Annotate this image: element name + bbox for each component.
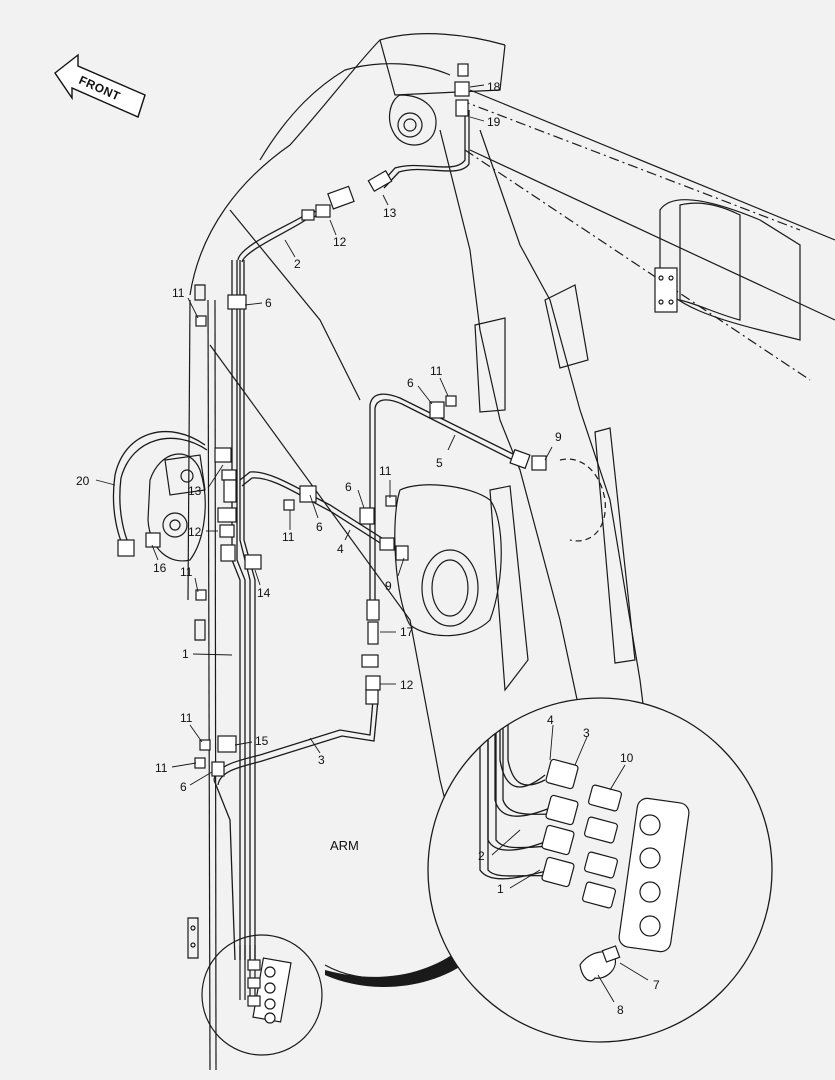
callout-9: 9 <box>555 430 562 444</box>
callout-18: 18 <box>487 80 501 94</box>
detail-callout-4: 4 <box>547 713 554 727</box>
callout-12: 12 <box>400 678 414 692</box>
callout-1: 1 <box>182 647 189 661</box>
callout-6: 6 <box>316 520 323 534</box>
callout-11: 11 <box>180 565 193 579</box>
arm-label: ARM <box>330 838 359 853</box>
callout-11: 11 <box>379 464 392 478</box>
callout-13: 13 <box>383 206 397 220</box>
callout-5: 5 <box>436 456 443 470</box>
hydraulic-lines <box>112 110 516 961</box>
callout-3: 3 <box>318 753 325 767</box>
callout-16: 16 <box>153 561 167 575</box>
callout-4: 4 <box>337 542 344 556</box>
detail-callout-10: 10 <box>620 751 634 765</box>
callout-20: 20 <box>76 474 90 488</box>
callout-11: 11 <box>155 761 168 775</box>
connector-block-inset <box>201 934 323 1056</box>
callout-12: 12 <box>188 525 202 539</box>
leader-lines <box>95 84 649 1003</box>
callout-6: 6 <box>407 376 414 390</box>
detail-callout-1: 1 <box>497 882 504 896</box>
front-arrow-icon: FRONT <box>54 53 146 118</box>
detail-view <box>427 697 773 1043</box>
callout-11: 11 <box>430 364 443 378</box>
callout-9: 9 <box>385 579 392 593</box>
detail-pointer <box>325 945 470 987</box>
callout-6: 6 <box>180 780 187 794</box>
detail-callout-3: 3 <box>583 726 590 740</box>
callout-6: 6 <box>345 480 352 494</box>
callout-11: 11 <box>172 286 185 300</box>
callout-11: 11 <box>180 711 193 725</box>
callout-12: 12 <box>333 235 347 249</box>
callout-6: 6 <box>265 296 272 310</box>
callout-19: 19 <box>487 115 501 129</box>
fittings <box>117 63 547 777</box>
callout-14: 14 <box>257 586 271 600</box>
arm-structure <box>147 33 835 1071</box>
detail-callout-2: 2 <box>478 849 485 863</box>
detail-callout-8: 8 <box>617 1003 624 1017</box>
callout-15: 15 <box>255 734 269 748</box>
callout-2: 2 <box>294 257 301 271</box>
callout-17: 17 <box>400 625 414 639</box>
callout-labels: 18 19 13 12 2 6 11 11 6 5 9 11 6 6 11 4 … <box>76 80 660 1017</box>
callout-13: 13 <box>188 484 202 498</box>
callout-11: 11 <box>282 530 295 544</box>
detail-callout-7: 7 <box>653 978 660 992</box>
